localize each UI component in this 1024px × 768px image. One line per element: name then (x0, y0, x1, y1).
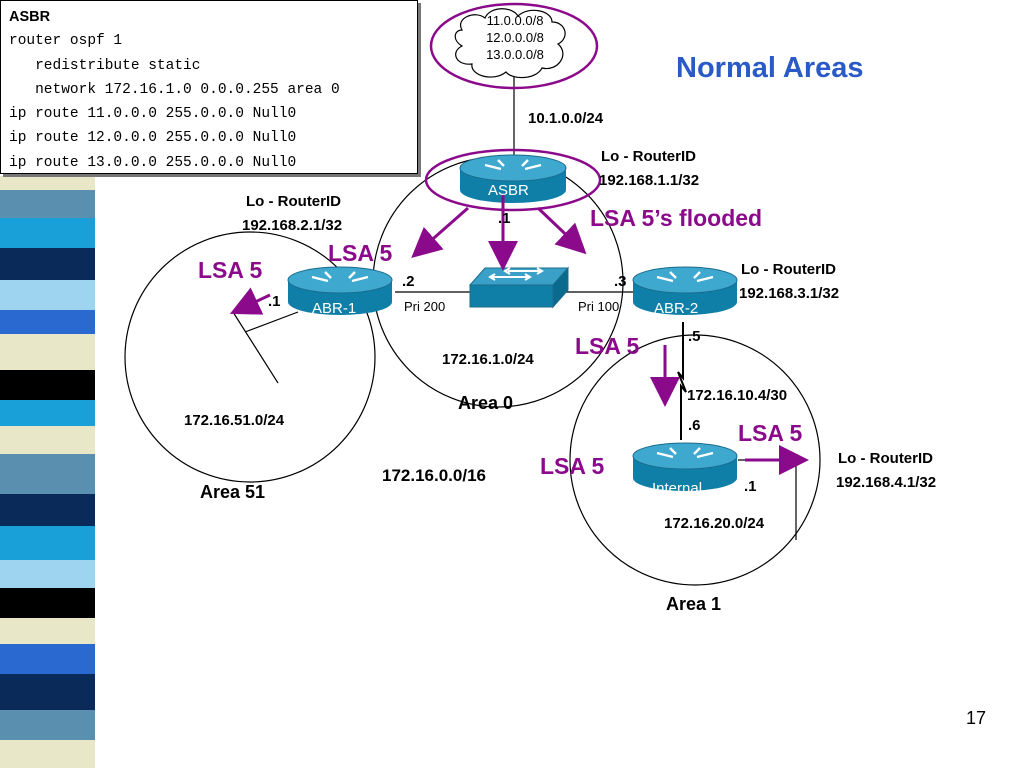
config-line: network 172.16.1.0 0.0.0.255 area 0 (9, 81, 340, 98)
lsa-abr2-label: LSA 5 (575, 333, 640, 359)
switch-icon (468, 266, 570, 309)
internal-loopback-ip: 192.168.4.1/32 (836, 474, 937, 491)
abr1-loopback-ip: 192.168.2.1/32 (242, 217, 343, 234)
abr1-router-icon (287, 266, 393, 315)
decorative-stripe (0, 176, 118, 768)
abr2-priority: Pri 100 (578, 299, 620, 314)
asbr-router-label: ASBR (488, 182, 529, 199)
abr1-loopback-title: Lo - RouterID (246, 193, 341, 210)
area51-lan-line (232, 311, 279, 384)
stripe-segment (0, 560, 95, 588)
asbr-interface: .1 (498, 210, 511, 227)
stripe-segment (0, 400, 95, 426)
internal-router-icon (632, 442, 738, 491)
stripe-segment (0, 618, 95, 644)
stripe-segment (0, 280, 95, 310)
stripe-segment (0, 218, 95, 248)
stripe-segment (0, 740, 95, 768)
summary-network: 172.16.0.0/16 (382, 466, 486, 485)
lsa-arrow-asbr-left (411, 206, 469, 258)
stripe-segment (0, 526, 95, 560)
internal-router-label: Internal (652, 480, 703, 497)
asbr-loopback-title: Lo - RouterID (601, 148, 696, 165)
lsa-area1-right-label: LSA 5 (738, 420, 803, 446)
page-title: Normal Areas (676, 52, 864, 84)
config-line: redistribute static (9, 57, 201, 74)
config-heading: ASBR (9, 9, 51, 25)
stripe-segment (0, 588, 95, 618)
lsa-abr1-label: LSA 5 (328, 240, 393, 266)
area1-circle (569, 334, 821, 586)
asbr-link-network: 10.1.0.0/24 (528, 110, 604, 127)
config-line: ip route 13.0.0.0 255.0.0.0 Null0 (9, 154, 297, 171)
stripe-segment (0, 426, 95, 454)
lsa-arrow-area51 (229, 287, 271, 315)
stripe-segment (0, 710, 95, 740)
area0-label: Area 0 (458, 393, 514, 413)
stripe-segment (0, 644, 95, 674)
abr1-area51-link (244, 311, 299, 333)
cloud-network: 12.0.0.0/8 (486, 30, 544, 45)
stripe-band (0, 176, 95, 768)
asbr-config-box: ASBR router ospf 1 redistribute static n… (0, 0, 418, 174)
area1-label: Area 1 (666, 594, 722, 614)
config-line: router ospf 1 (9, 33, 123, 50)
area51-circle (124, 231, 376, 483)
serial-network: 172.16.10.4/30 (687, 387, 788, 404)
stripe-segment (0, 248, 95, 280)
stripe-segment (0, 370, 95, 400)
lsa-area1-left-label: LSA 5 (540, 453, 605, 479)
abr2-serial-interface: .5 (688, 328, 701, 345)
lsa-arrow-asbr-right (536, 206, 587, 255)
area1-lan-network: 172.16.20.0/24 (664, 515, 765, 532)
cloud-network: 13.0.0.0/8 (486, 47, 544, 62)
area0-lan-network: 172.16.1.0/24 (442, 351, 534, 368)
abr2-router-icon (632, 266, 738, 315)
abr1-priority: Pri 200 (404, 299, 446, 314)
lsa-area51-label: LSA 5 (198, 257, 263, 283)
abr2-area0-interface: .3 (614, 273, 627, 290)
cloud-networks: 11.0.0.0/8 12.0.0.0/8 13.0.0.0/8 (470, 12, 560, 63)
stripe-segment (0, 454, 95, 494)
area51-lan-network: 172.16.51.0/24 (184, 412, 285, 429)
internal-loopback-title: Lo - RouterID (838, 450, 933, 467)
page-number: 17 (966, 708, 987, 728)
abr1-area0-interface: .2 (402, 273, 415, 290)
abr2-router-label: ABR-2 (654, 300, 699, 317)
abr1-area51-interface: .1 (268, 293, 281, 310)
serial-link (677, 322, 687, 440)
lsa-flooded-label: LSA 5’s flooded (590, 205, 763, 231)
abr1-router-label: ABR-1 (312, 300, 357, 317)
abr2-loopback-ip: 192.168.3.1/32 (739, 285, 840, 302)
config-line: ip route 11.0.0.0 255.0.0.0 Null0 (9, 106, 297, 123)
cloud-network: 11.0.0.0/8 (486, 13, 544, 28)
stripe-segment (0, 176, 95, 190)
internal-serial-interface: .6 (688, 417, 701, 434)
internal-lan-interface: .1 (744, 478, 757, 495)
stripe-segment (0, 494, 95, 526)
area51-label: Area 51 (200, 482, 266, 502)
stripe-segment (0, 674, 95, 710)
stripe-segment (0, 334, 95, 370)
cloud-icon (429, 2, 599, 90)
asbr-loopback-ip: 192.168.1.1/32 (599, 172, 700, 189)
abr2-loopback-title: Lo - RouterID (741, 261, 836, 278)
stripe-segment (0, 310, 95, 334)
stripe-segment (0, 190, 95, 218)
config-line: ip route 12.0.0.0 255.0.0.0 Null0 (9, 130, 297, 147)
asbr-router-icon (424, 148, 602, 212)
